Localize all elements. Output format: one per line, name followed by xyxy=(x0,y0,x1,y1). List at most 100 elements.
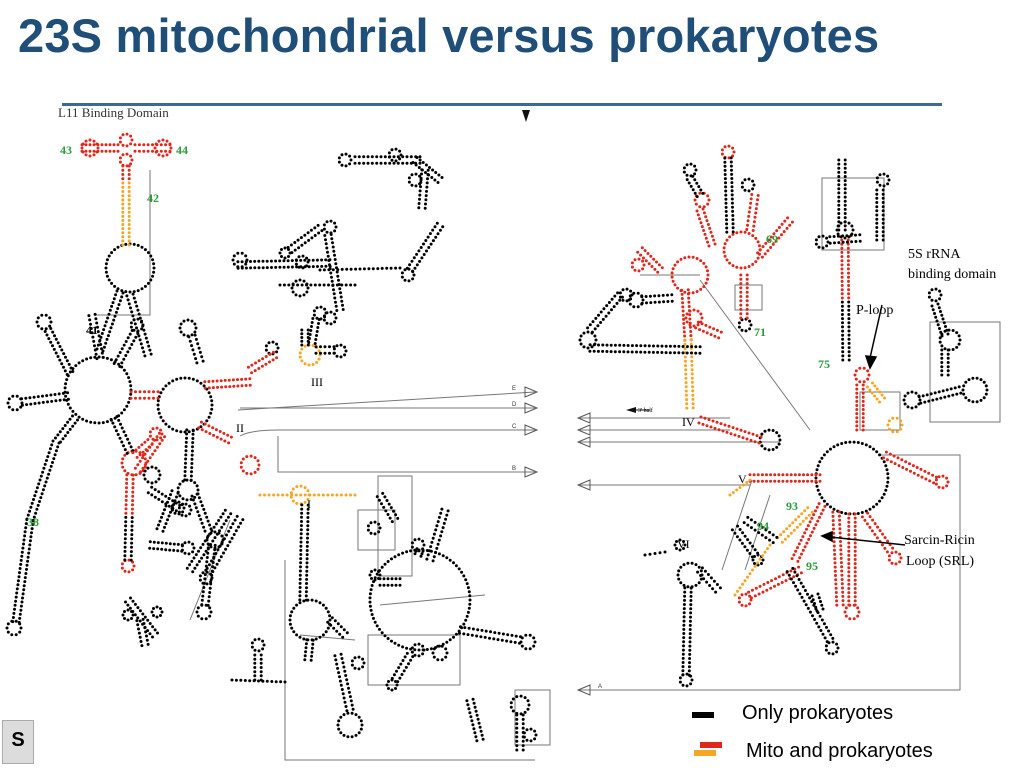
nucleotide xyxy=(399,662,403,666)
nucleotide xyxy=(19,558,23,562)
nucleotide xyxy=(763,550,767,554)
nucleotide xyxy=(419,185,422,189)
nucleotide xyxy=(32,515,36,519)
nucleotide xyxy=(137,334,141,338)
nucleotide xyxy=(861,395,865,399)
nucleotide xyxy=(293,241,297,244)
nucleotide xyxy=(149,352,153,356)
nucleotide xyxy=(315,330,319,333)
nucleotide xyxy=(971,376,975,380)
nucleotide xyxy=(241,457,245,461)
nucleotide xyxy=(835,650,839,654)
nucleotide xyxy=(121,210,125,214)
nucleotide xyxy=(121,143,125,147)
nucleotide xyxy=(183,430,187,434)
nucleotide xyxy=(343,700,347,704)
nucleotide xyxy=(521,735,525,739)
nucleotide xyxy=(462,632,466,636)
nucleotide xyxy=(775,431,779,435)
nucleotide xyxy=(259,674,263,678)
nucleotide xyxy=(181,510,185,514)
nucleotide xyxy=(359,719,363,723)
nucleotide xyxy=(386,577,390,581)
nucleotide xyxy=(515,731,519,734)
nucleotide xyxy=(590,330,594,334)
nucleotide xyxy=(153,488,157,492)
nucleotide xyxy=(327,259,331,262)
nucleotide xyxy=(754,236,758,240)
nucleotide xyxy=(223,439,227,443)
nucleotide xyxy=(739,307,743,311)
nucleotide xyxy=(126,336,130,340)
nucleotide xyxy=(283,256,287,260)
nucleotide xyxy=(303,241,307,245)
nucleotide xyxy=(789,479,793,483)
nucleotide xyxy=(183,474,187,478)
nucleotide xyxy=(837,216,841,220)
nucleotide xyxy=(130,329,134,332)
nucleotide xyxy=(730,172,734,176)
nucleotide xyxy=(299,484,303,488)
nucleotide xyxy=(311,344,315,347)
nucleotide xyxy=(677,577,681,581)
nucleotide xyxy=(880,543,884,547)
nucleotide xyxy=(940,361,944,364)
nucleotide xyxy=(124,520,128,524)
nucleotide xyxy=(319,351,322,355)
nucleotide xyxy=(894,562,898,566)
nucleotide xyxy=(425,189,428,193)
nucleotide xyxy=(961,388,965,392)
nucleotide xyxy=(882,456,886,460)
nucleotide xyxy=(690,678,694,682)
nucleotide xyxy=(839,548,843,552)
nucleotide xyxy=(771,242,775,246)
nucleotide xyxy=(316,223,320,227)
nucleotide xyxy=(49,393,53,397)
nucleotide xyxy=(636,305,640,309)
nucleotide xyxy=(885,550,889,554)
nucleotide xyxy=(733,531,737,535)
nucleotide xyxy=(178,494,182,498)
nucleotide xyxy=(287,283,291,287)
nucleotide xyxy=(357,667,361,671)
nucleotide xyxy=(390,583,394,587)
nucleotide xyxy=(305,549,309,552)
nucleotide xyxy=(683,334,687,338)
nucleotide xyxy=(151,625,155,629)
nucleotide xyxy=(682,317,686,321)
nucleotide xyxy=(480,733,484,737)
nucleotide xyxy=(305,544,309,548)
nucleotide xyxy=(335,629,339,633)
nucleotide xyxy=(752,220,756,224)
nucleotide xyxy=(803,509,807,513)
nucleotide xyxy=(248,377,252,381)
nucleotide xyxy=(268,360,271,364)
nucleotide xyxy=(15,587,19,591)
nucleotide xyxy=(853,566,857,570)
nucleotide xyxy=(244,377,248,381)
nucleotide xyxy=(244,384,248,387)
nucleotide xyxy=(216,385,219,389)
nucleotide xyxy=(750,588,754,592)
nucleotide xyxy=(145,638,149,642)
nucleotide xyxy=(193,502,197,506)
nucleotide xyxy=(884,464,888,468)
nucleotide xyxy=(917,395,921,399)
nucleotide xyxy=(850,240,854,244)
nucleotide xyxy=(333,654,337,658)
nucleotide xyxy=(440,507,444,511)
nucleotide xyxy=(414,172,418,176)
nucleotide xyxy=(677,569,681,573)
nucleotide xyxy=(150,493,154,497)
nucleotide xyxy=(158,473,162,477)
nucleotide xyxy=(688,628,692,631)
nucleotide xyxy=(123,558,127,562)
nucleotide xyxy=(787,573,791,577)
nucleotide xyxy=(157,153,161,157)
pointer-arrows xyxy=(820,304,906,546)
nucleotide xyxy=(210,559,213,563)
nucleotide xyxy=(88,138,92,142)
nucleotide xyxy=(188,512,192,516)
nucleotide xyxy=(683,256,687,260)
nucleotide xyxy=(191,445,194,449)
